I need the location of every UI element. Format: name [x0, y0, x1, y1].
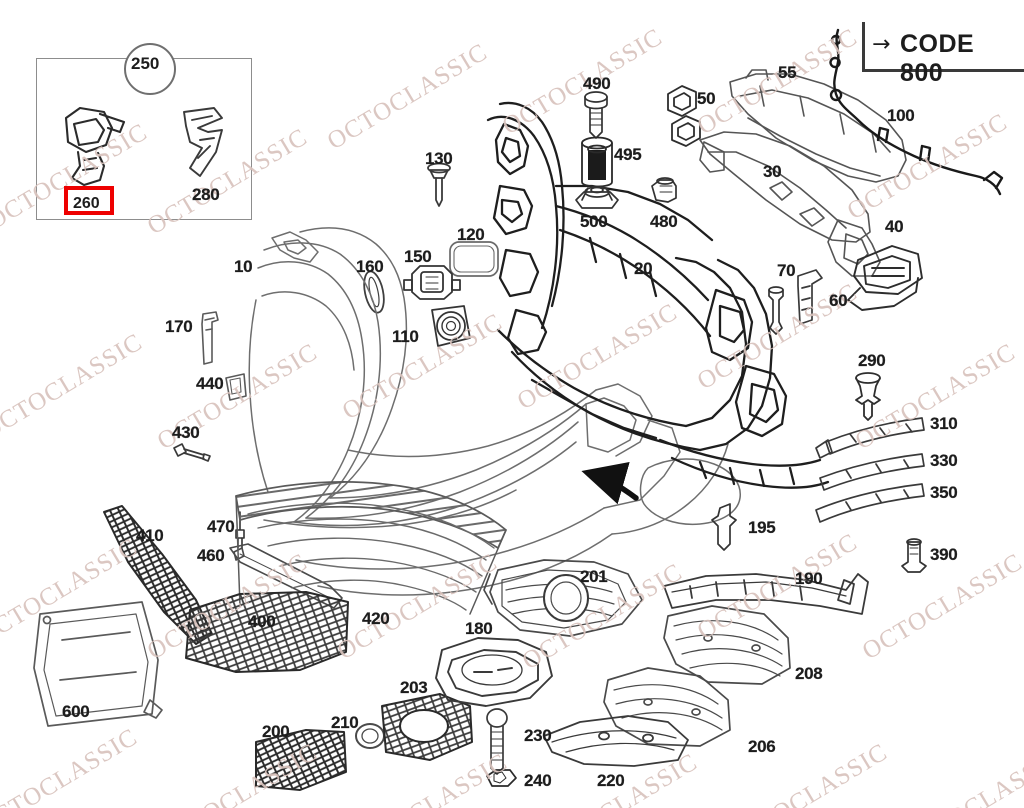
part-label-100: 100 [887, 106, 915, 125]
part-600-shape [33, 601, 163, 727]
part-420-shape [235, 481, 507, 615]
part-label-420: 420 [362, 609, 390, 628]
part-label-470: 470 [207, 517, 235, 536]
part-390-shape [901, 538, 927, 573]
part-70-shape [768, 286, 784, 335]
part-label-55: 55 [778, 63, 797, 82]
part-label-130: 130 [425, 149, 453, 168]
part-label-160: 160 [356, 257, 384, 276]
part-290-shape [855, 372, 881, 421]
part-200-shape [255, 729, 347, 791]
part-label-390: 390 [930, 545, 958, 564]
part-280-shape [183, 107, 223, 177]
part-label-201: 201 [580, 567, 608, 586]
part-label-195: 195 [748, 518, 776, 537]
part-label-200: 200 [262, 722, 290, 741]
part-220-shape [543, 715, 689, 767]
part-208-shape [663, 605, 791, 685]
pointer-arrow [581, 461, 639, 505]
part-130-shape [427, 162, 451, 207]
part-160-shape [363, 270, 385, 314]
part-label-208: 208 [795, 664, 823, 683]
part-label-110: 110 [392, 327, 419, 346]
part-label-150: 150 [404, 247, 432, 266]
part-60-shape [797, 269, 823, 325]
part-490-shape [584, 91, 608, 139]
part-206-shape [603, 667, 731, 747]
part-label-203: 203 [400, 678, 428, 697]
part-label-500: 500 [580, 212, 608, 231]
part-label-310: 310 [930, 414, 958, 433]
part-label-460: 460 [197, 546, 225, 565]
part-label-220: 220 [597, 771, 625, 790]
part-label-280: 280 [192, 185, 220, 204]
part-150-shape [403, 265, 461, 300]
part-210-shape [355, 723, 385, 749]
part-201-shape [483, 559, 643, 637]
part-label-10: 10 [234, 257, 253, 276]
part-430-shape [173, 443, 211, 462]
part-label-170: 170 [165, 317, 193, 336]
part-label-400: 400 [248, 612, 276, 631]
part-500-shape [575, 186, 619, 209]
part-440-shape [225, 373, 247, 401]
part-260-shape [64, 106, 126, 187]
arrow-right-icon: → [872, 32, 891, 57]
part-label-210: 210 [331, 713, 359, 732]
callout-circle-250 [124, 43, 176, 95]
part-label-60: 60 [829, 291, 848, 310]
part-350-shape [815, 483, 925, 523]
part-330-shape [819, 453, 925, 491]
part-label-490: 490 [583, 74, 611, 93]
part-20-radiator-support [486, 101, 830, 489]
part-label-350: 350 [930, 483, 958, 502]
part-240-shape [486, 769, 517, 787]
part-label-50: 50 [697, 89, 716, 108]
part-120-shape [449, 241, 499, 277]
part-50-shape [667, 85, 701, 147]
part-170-shape [201, 311, 219, 365]
part-label-330: 330 [930, 451, 958, 470]
part-230-shape [486, 708, 508, 775]
part-110-shape [431, 305, 471, 347]
part-label-600: 600 [62, 702, 90, 721]
part-label-70: 70 [777, 261, 796, 280]
part-label-440: 440 [196, 374, 224, 393]
part-label-495: 495 [614, 145, 642, 164]
part-label-290: 290 [858, 351, 886, 370]
part-label-410: 410 [136, 526, 164, 545]
part-190-shape [663, 573, 869, 615]
part-label-190: 190 [795, 569, 823, 588]
part-55-shape [729, 69, 907, 183]
part-label-180: 180 [465, 619, 493, 638]
part-label-40: 40 [885, 217, 904, 236]
part-203-shape [381, 693, 473, 761]
part-460-shape [229, 543, 343, 609]
code-note-bracket [862, 22, 1024, 72]
part-label-206: 206 [748, 737, 776, 756]
part-label-230: 230 [524, 726, 552, 745]
part-180-shape [435, 637, 553, 707]
part-label-240: 240 [524, 771, 552, 790]
part-label-30: 30 [763, 162, 782, 181]
part-30-shape [699, 131, 881, 277]
part-label-260: 260 [73, 195, 100, 212]
part-495-shape [581, 136, 613, 188]
part-400-shape [185, 591, 349, 673]
part-label-20: 20 [634, 259, 653, 278]
part-40-shape [847, 245, 923, 311]
part-310-shape [815, 417, 925, 459]
part-100-shape [829, 28, 1004, 196]
part-195-shape [711, 503, 737, 551]
part-label-480: 480 [650, 212, 678, 231]
part-label-120: 120 [457, 225, 485, 244]
highlight-box-260[interactable]: 260 [64, 186, 114, 215]
part-480-shape [651, 177, 677, 203]
part-label-430: 430 [172, 423, 200, 442]
code-note-label: CODE 800 [900, 30, 975, 87]
part-label-250: 250 [131, 54, 160, 73]
